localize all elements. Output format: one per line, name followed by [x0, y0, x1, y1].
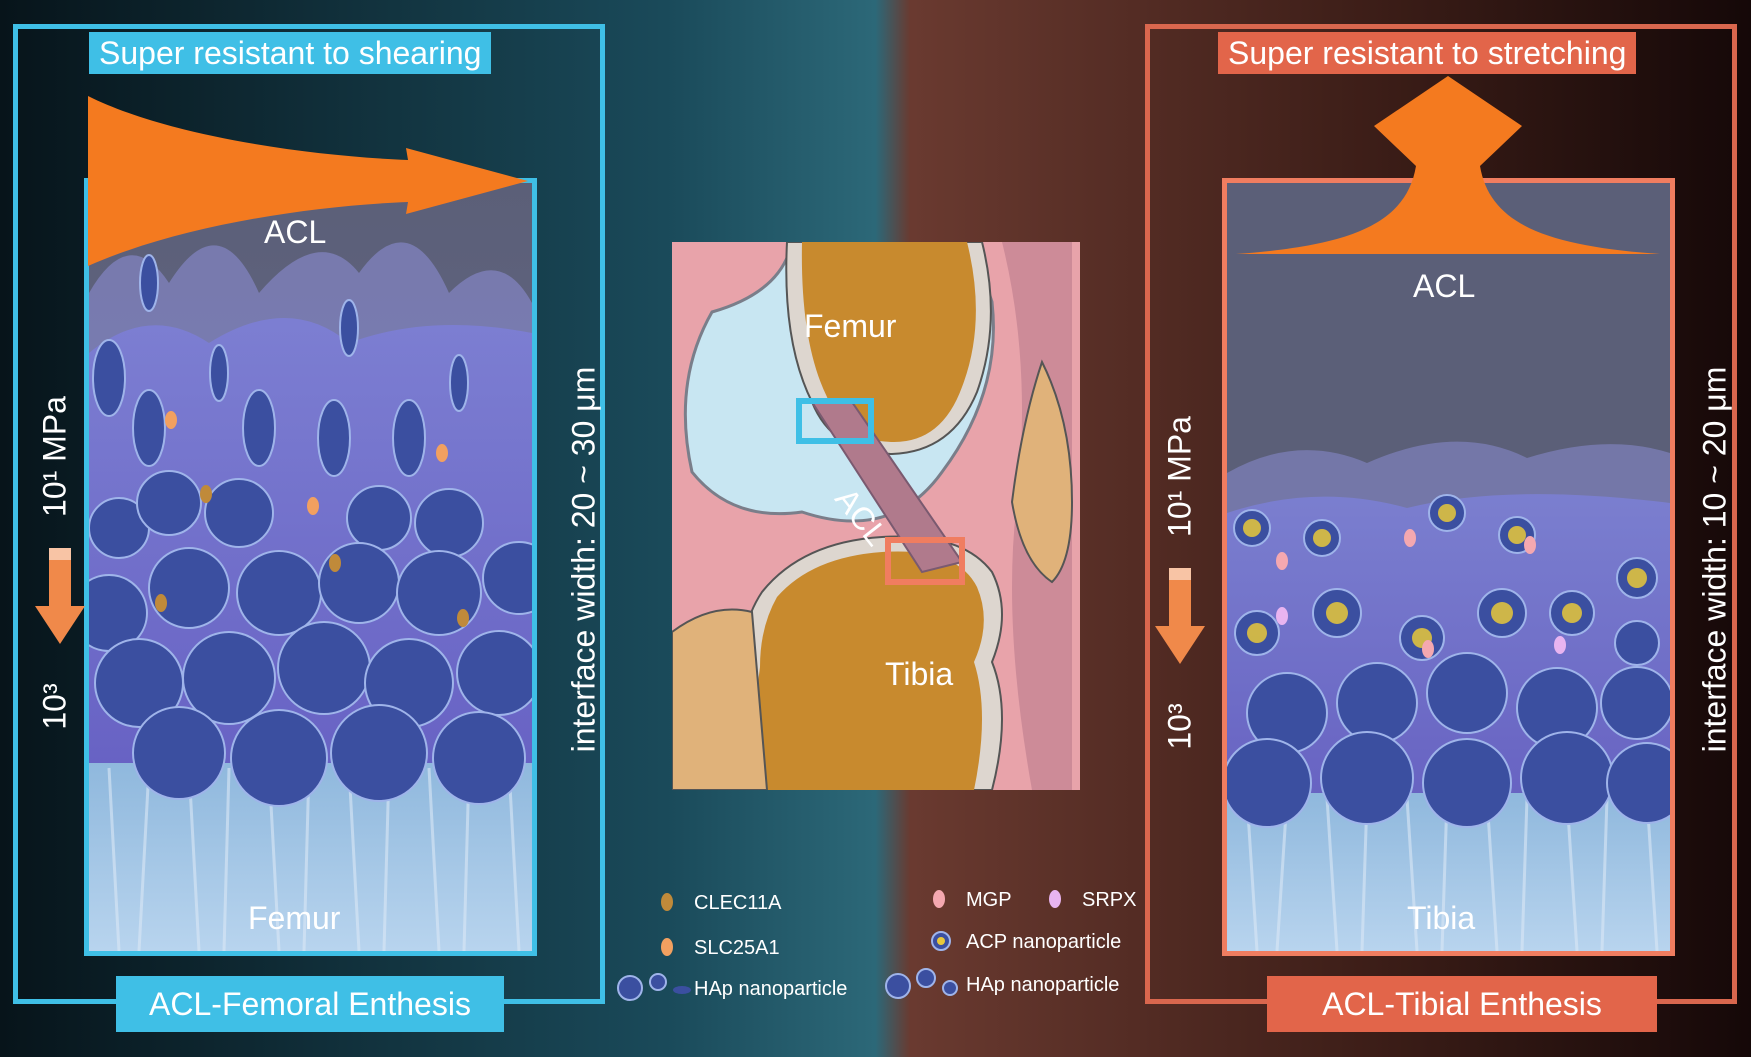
stretching-title: Super resistant to stretching	[1218, 32, 1637, 74]
femoral-modulus-top: 10¹ MPa	[36, 396, 73, 517]
stretch-arrow-icon	[1236, 76, 1660, 254]
legend-slc25a1-label: SLC25A1	[694, 937, 780, 959]
femoral-interface-width: interface width: 20 ~ 30 μm	[565, 366, 602, 753]
legend-srpx-label: SRPX	[1082, 889, 1137, 911]
legend-mgp-label: MGP	[966, 889, 1012, 911]
legend-acp-nanoparticle-icon	[930, 930, 952, 957]
legend-hap-nanoparticle-icon	[612, 972, 692, 1007]
tibial-acl-label: ACL	[1413, 268, 1476, 304]
tibial-modulus-bottom: 10³	[1161, 703, 1198, 750]
legend-slc25a1-marker	[660, 937, 674, 962]
femoral-enthesis-illustration	[89, 183, 532, 951]
legend-clec11a-marker	[660, 892, 674, 917]
femoral-enthesis-panel	[84, 178, 537, 956]
legend-clec11a-label: CLEC11A	[694, 892, 782, 914]
tibial-modulus-top: 10¹ MPa	[1161, 416, 1198, 537]
knee-femur-label: Femur	[804, 308, 897, 344]
shearing-title: Super resistant to shearing	[89, 32, 492, 74]
knee-joint-inset: Femur Tibia ACL	[671, 240, 1080, 791]
knee-tibia-label: Tibia	[885, 656, 954, 692]
legend-srpx-marker	[1048, 889, 1062, 914]
legend-hap-label-right: HAp nanoparticle	[966, 974, 1120, 996]
femur-label: Femur	[248, 900, 341, 936]
tibial-gradient-arrow-icon	[1155, 568, 1205, 669]
legend-hap-label-left: HAp nanoparticle	[694, 978, 848, 1000]
legend-hap-nanoparticle-icon-right	[882, 966, 962, 1005]
femoral-enthesis-footer: ACL-Femoral Enthesis	[116, 976, 504, 1032]
tibia-label: Tibia	[1407, 900, 1476, 936]
femoral-acl-label: ACL	[264, 214, 327, 250]
femoral-modulus-bottom: 10³	[36, 683, 73, 730]
femoral-gradient-arrow-icon	[35, 548, 85, 649]
tibial-enthesis-illustration	[1227, 183, 1670, 951]
legend-mgp-marker	[932, 889, 946, 914]
tibial-enthesis-footer: ACL-Tibial Enthesis	[1267, 976, 1657, 1032]
legend-acp-label: ACP nanoparticle	[966, 931, 1122, 953]
shear-arrow-icon	[88, 96, 528, 266]
tibial-interface-width: interface width: 10 ~ 20 μm	[1696, 366, 1733, 753]
tibial-enthesis-panel	[1222, 178, 1675, 956]
